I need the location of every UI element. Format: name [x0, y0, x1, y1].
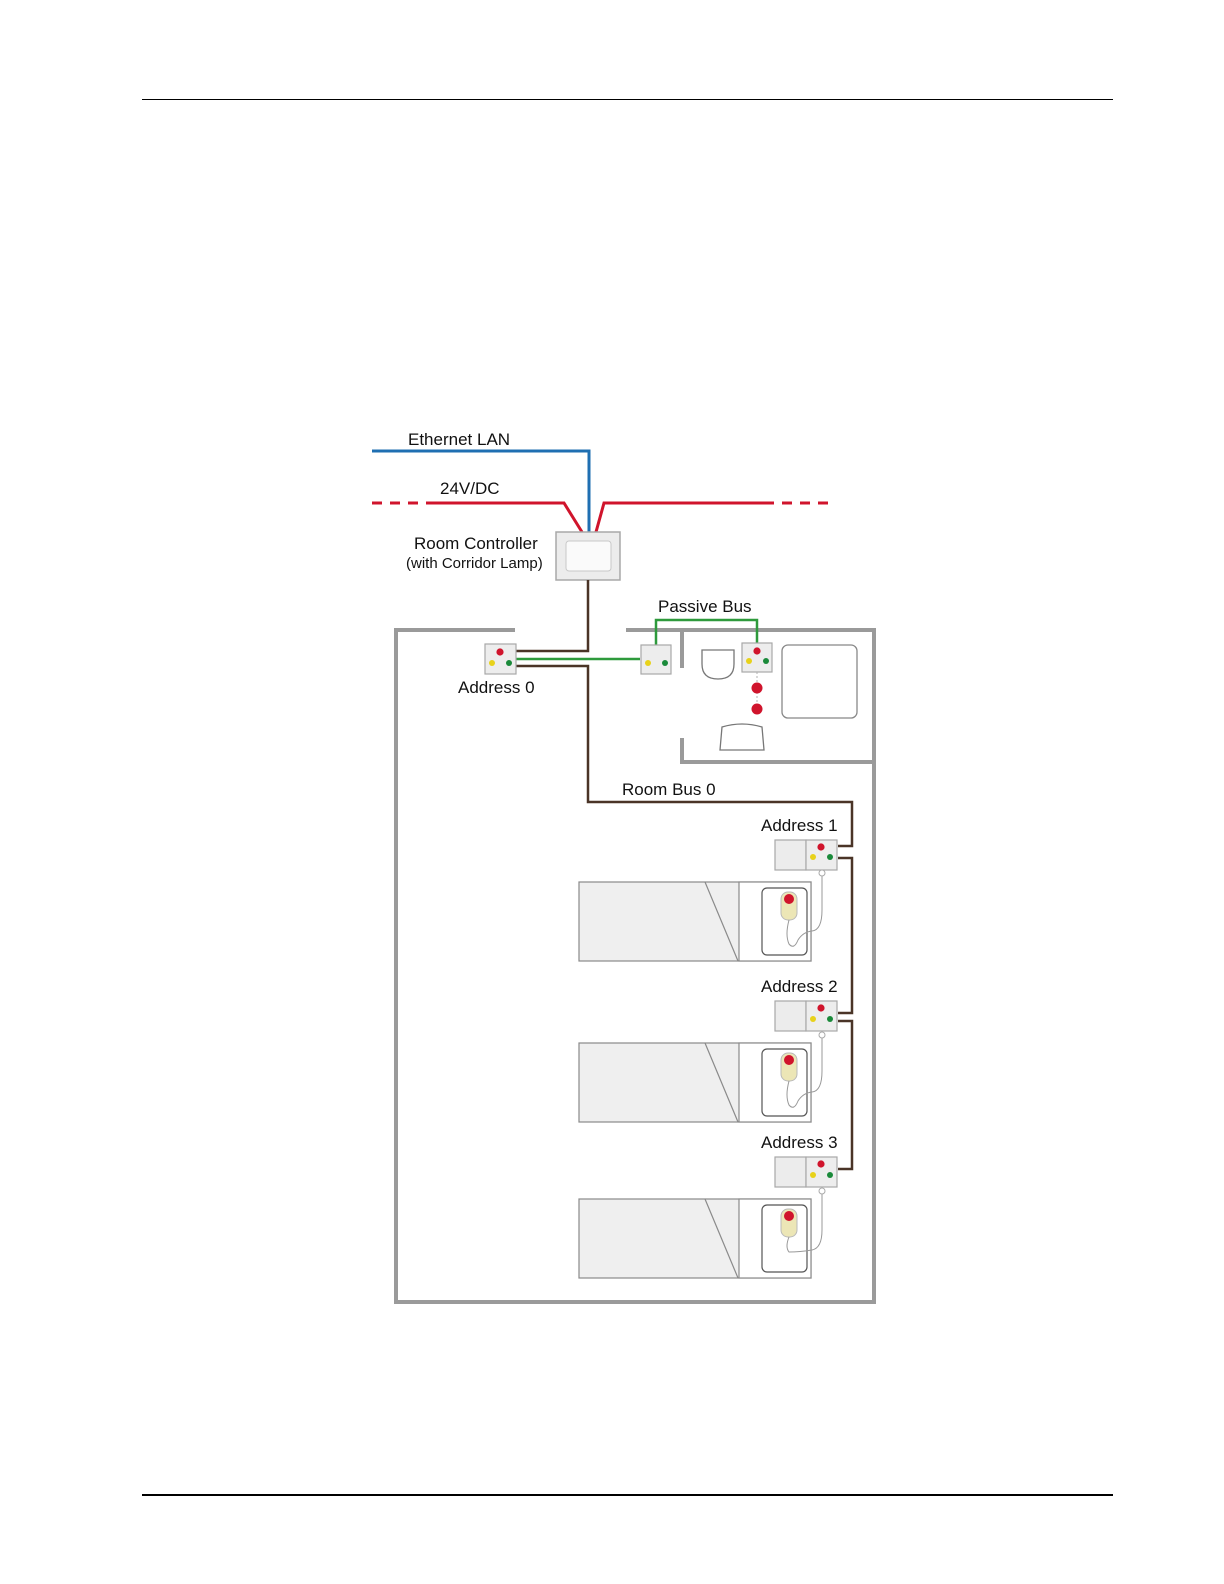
- bed-icon: [579, 882, 811, 961]
- room-bus-addr2-to-addr3: [838, 1021, 852, 1169]
- passive-bus-loop: [656, 620, 757, 645]
- pull-cord-icon: [752, 672, 763, 715]
- address-2-label: Address 2: [761, 977, 838, 996]
- call-panel-icon: [775, 1157, 837, 1194]
- call-panel-icon: [775, 840, 837, 876]
- room-bus-addr1-to-addr2: [838, 858, 852, 1013]
- address-0-label: Address 0: [458, 678, 535, 697]
- address-1-label: Address 1: [761, 816, 838, 835]
- sink-icon: [720, 724, 764, 750]
- room-controller-label: Room Controller: [414, 534, 538, 553]
- shower-icon: [782, 645, 857, 718]
- bed-icon: [579, 1199, 811, 1278]
- room-controller-sublabel: (with Corridor Lamp): [406, 555, 543, 572]
- power-lines: [372, 503, 828, 532]
- bed-icon: [579, 1043, 811, 1122]
- power-label: 24V/DC: [440, 479, 500, 498]
- bathroom-wall-bottom: [682, 738, 874, 762]
- power-right-line: [596, 503, 764, 532]
- address-3-label: Address 3: [761, 1133, 838, 1152]
- room-bus-label: Room Bus 0: [622, 780, 716, 799]
- toilet-icon: [702, 650, 734, 679]
- call-panel-icon: [742, 643, 772, 672]
- call-panel-icon: [485, 644, 516, 674]
- room-controller-icon: [556, 532, 620, 580]
- power-left-line: [436, 503, 582, 532]
- call-panel-icon: [641, 645, 671, 674]
- passive-bus-label: Passive Bus: [658, 597, 752, 616]
- room-bus-from-controller: [516, 580, 588, 651]
- ethernet-label: Ethernet LAN: [408, 430, 510, 449]
- call-panel-icon: [775, 1001, 837, 1038]
